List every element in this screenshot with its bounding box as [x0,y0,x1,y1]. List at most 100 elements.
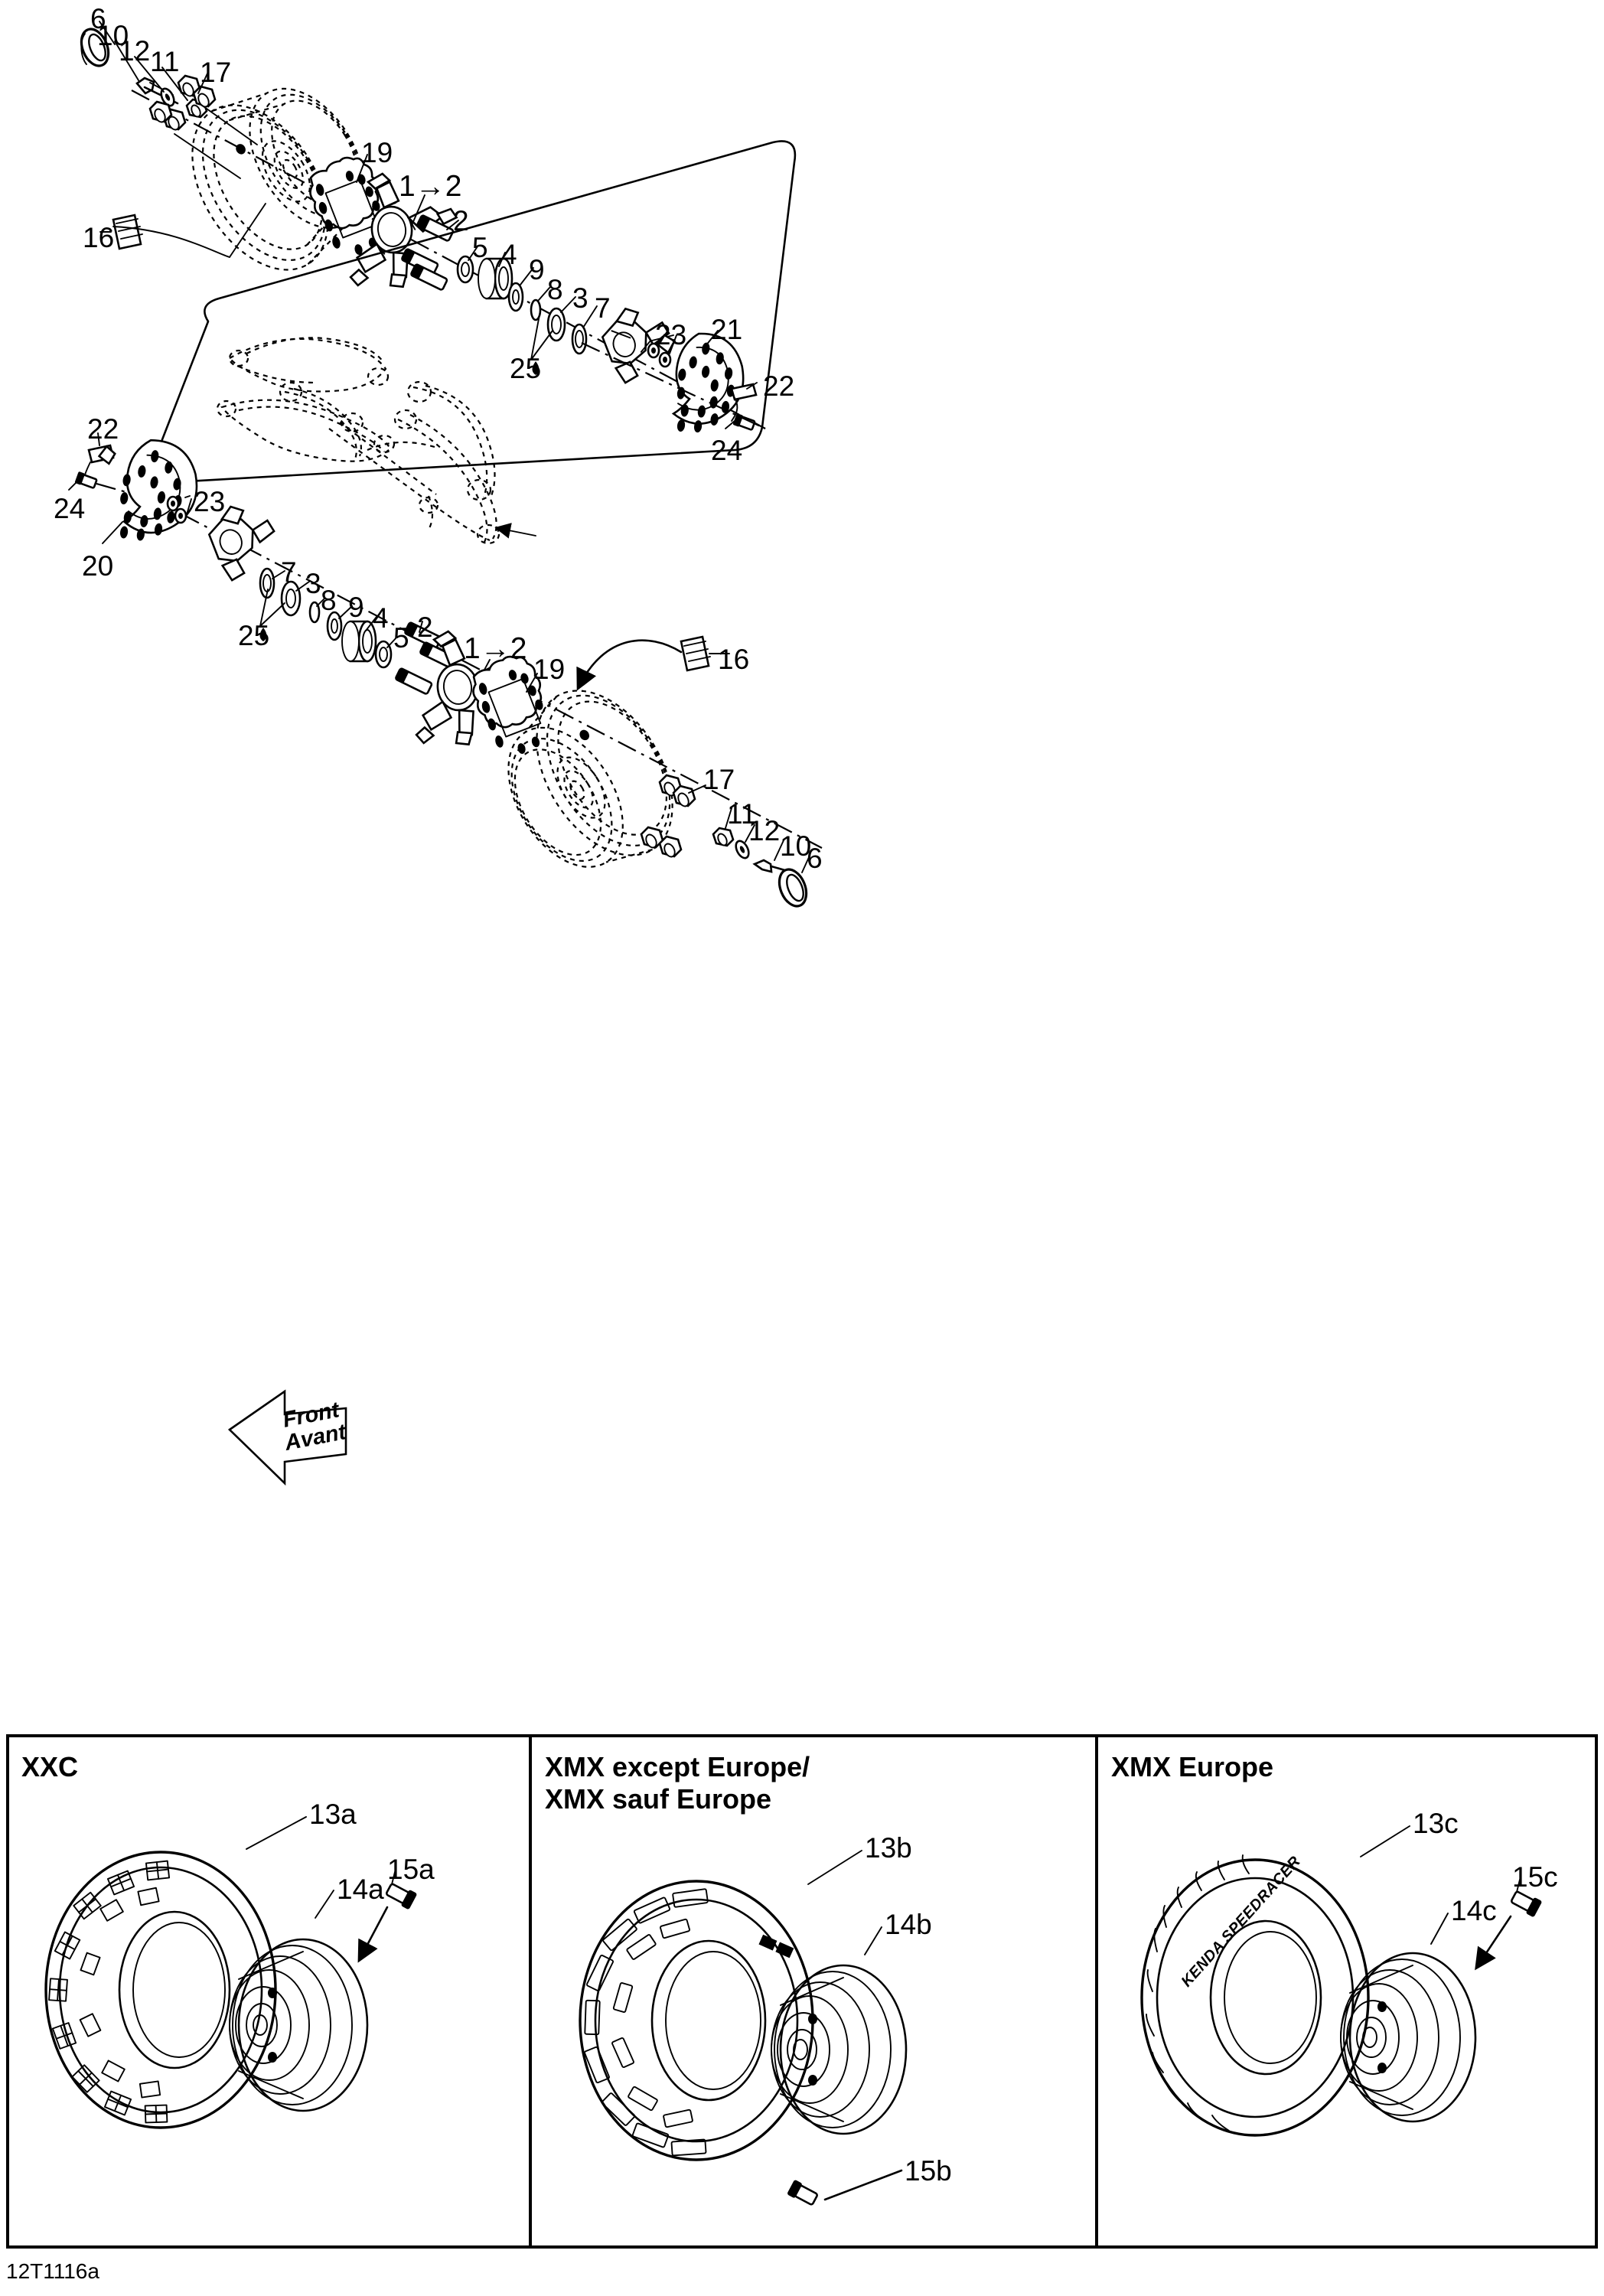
callout-16-lower: 16 [718,644,750,675]
callout-1-to-2-upper-text: 1→2 [399,170,462,203]
callout-3-upper: 3 [572,282,588,314]
callout-12-upper: 12 [119,35,151,67]
part-10-bolt-lower [752,840,794,874]
part-19-backing-plate [309,156,380,255]
callout-9-upper: 9 [529,254,545,285]
callout-4-upper: 4 [501,239,517,270]
callout-1-to-2-lower-text: 1→2 [464,632,527,665]
part-23-bolts-upper [647,334,677,368]
callout-13c-tire: 13c [1413,1808,1459,1839]
callout-5-lower: 5 [393,622,409,654]
part-4-bearing-lower [341,620,377,663]
callout-9-lower: 9 [348,592,364,623]
callout-1-to-2-lower: 1→2 [464,632,527,666]
callout-14a-rim: 14a [337,1874,384,1905]
part-5-spacer-upper [456,246,478,284]
panel-title-xmx-europe: XMX Europe [1111,1751,1274,1782]
part-9-washer-upper [507,267,534,312]
upper-hub-spindle [601,307,670,384]
callout-11-lower: 11 [727,798,757,830]
part-23-bolts-lower [166,495,192,524]
panel-title-xxc: XXC [21,1751,79,1782]
part-16-brake-pad-lower [576,635,730,691]
callout-22-upper: 22 [763,370,795,402]
part-4-bearing-upper [478,257,513,300]
part-5-spacer-lower [374,636,398,669]
callout-5-upper: 5 [472,232,488,263]
callout-19-lower: 19 [533,654,566,685]
callout-7-lower: 7 [281,556,297,588]
part-2-studs-lower [395,621,458,695]
callout-13a-tire: 13a [309,1799,357,1830]
part-3-seal-upper [546,296,576,342]
part-8-spacer-upper [530,287,550,321]
front-direction-arrow [227,1389,347,1486]
panel-xxc-artwork [44,1816,417,2129]
callout-11-upper: 11 [150,46,180,77]
part-7-ring-lower [259,567,285,599]
part-3-seal-lower [280,580,310,617]
callout-8-upper: 8 [547,274,563,305]
part-21-disc-guard [657,332,745,433]
callout-1-to-2-upper: 1→2 [399,170,461,204]
part-20-disc-guard [97,439,198,541]
part-25-grease-lower [259,589,285,641]
part-24-screw-upper [725,413,756,431]
callout-19-upper: 19 [361,137,393,168]
document-id: 12T1116a [6,2259,99,2283]
callout-4-lower: 4 [373,602,389,634]
panel-xmx-except-europe-artwork [579,1850,908,2206]
callout-24-upper: 24 [711,435,743,466]
callout-21-upper: 21 [711,314,743,345]
callout-15a-valve: 15a [387,1854,435,1885]
callout-14b-rim: 14b [885,1909,932,1940]
callout-2-upper: 2 [453,205,469,236]
callout-25-upper: 25 [510,353,542,384]
callout-24-lower: 24 [54,493,86,524]
callout-22-lower: 22 [87,413,119,445]
callout-3-lower: 3 [305,568,321,599]
part-16-brake-pad-upper [99,214,230,258]
part-19-backing-plate-lower [472,655,543,754]
callout-20-lower: 20 [82,550,114,582]
part-9-washer-lower [326,605,353,641]
lower-hub-spindle [207,505,275,582]
callout-7-upper: 7 [595,292,611,324]
callout-6-upper: 6 [90,3,106,34]
a-arm-assembly [216,337,500,545]
part-7-ring-upper [571,305,598,355]
lower-wheel-assembly [68,432,823,1486]
part-6-seal-ring-lower [778,855,810,908]
upper-wheel-assembly [80,21,766,433]
callout-17-upper: 17 [200,57,232,88]
callout-8-lower: 8 [321,585,337,616]
callout-23-lower: 23 [194,486,226,517]
callout-16-upper: 16 [83,222,115,253]
part-25-grease-upper [530,310,553,375]
variant-panel-borders [6,1734,1598,2249]
callout-15b-valve: 15b [905,2155,952,2187]
callout-13b-tire: 13b [865,1832,912,1864]
callout-15c-valve: 15c [1512,1861,1558,1893]
part-17-lug-nuts [148,73,258,179]
callout-12-lower: 12 [748,815,781,846]
part-6-seal-ring [80,28,110,67]
part-11-nut-lower [712,807,735,847]
callout-10-lower: 10 [780,830,812,862]
callout-2-lower: 2 [417,612,433,643]
callout-25-lower: 25 [238,620,270,651]
part-12-washer-lower [735,824,755,859]
part-1-2-steering-knuckle-upper [349,172,458,289]
callout-23-upper: 23 [655,319,687,351]
part-8-spacer-lower [308,598,325,624]
part-22-clip-upper [730,382,758,422]
callout-10-upper: 10 [97,20,129,51]
callout-17-lower: 17 [703,764,735,795]
panel-title-xmx-except-europe: XMX except Europe/ XMX sauf Europe [545,1751,810,1815]
callout-6-lower: 6 [807,843,823,874]
callout-14c-rim: 14c [1451,1895,1497,1926]
part-17-lug-nuts-lower [640,774,706,858]
part-12-washer [160,87,175,107]
